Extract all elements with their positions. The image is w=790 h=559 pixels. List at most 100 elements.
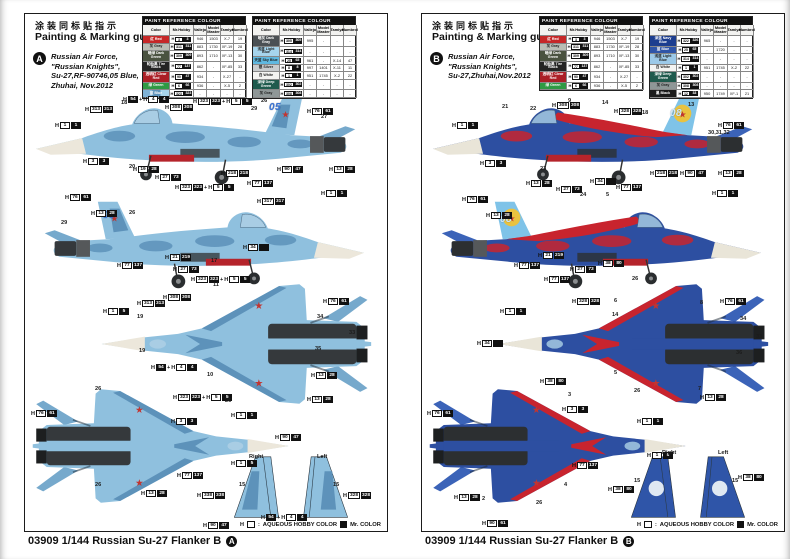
aqueous-code-box: 77 <box>620 184 631 191</box>
aqueous-code-box: 314 <box>283 48 294 55</box>
callout-text: H <box>567 43 571 49</box>
mrcolor-code-box: 328 <box>361 492 372 499</box>
mrcolor-code-box: 73 <box>170 174 181 181</box>
column-header: Vallejo <box>194 25 207 37</box>
callout-text: H <box>321 190 325 197</box>
mrcolor-code-box: 61 <box>80 194 91 201</box>
callout-text: H <box>738 474 742 481</box>
aqueous-code-box: 77 <box>571 63 580 70</box>
part-number-label: 2 <box>482 496 486 502</box>
column-header: Vallejo <box>591 25 604 37</box>
callout-text: H <box>257 198 261 205</box>
mrcolor-code-box: 47 <box>580 74 589 80</box>
aqueous-code-box: 3 <box>566 406 577 413</box>
aqueous-code-box: 90 <box>279 434 290 441</box>
paint-value: 1730 <box>604 43 618 52</box>
mrcolor-code-box: 311 <box>581 44 590 50</box>
mrcolor-code-box: 4 <box>187 364 198 371</box>
part-number-label: 24 <box>580 192 587 198</box>
mrcolor-code-box: 323 <box>184 90 193 97</box>
tail-number: 08 <box>670 108 683 119</box>
callout-text: H <box>171 63 175 69</box>
variant-description: Russian Air Force,"Russian Knights",Su-2… <box>448 52 531 81</box>
part-number-label: 8 <box>700 300 704 306</box>
paint-swatch: 透明红 Clear Red <box>540 72 567 83</box>
mrcolor-code-box: 137 <box>587 462 598 469</box>
part-number-label: 29 <box>251 106 258 112</box>
paint-value: - <box>331 79 344 91</box>
aqueous-code-box: 1 <box>716 190 727 197</box>
aqueous-code-box: 77 <box>174 63 183 70</box>
paint-value: - <box>304 79 317 91</box>
callout-text: H <box>311 372 315 379</box>
callout-text: H <box>677 37 681 43</box>
callout-text: H <box>677 55 681 61</box>
part-number-label: 13 <box>688 102 695 108</box>
callout-text: H <box>526 180 530 187</box>
aqueous-code-box: 4 <box>286 514 297 521</box>
mrcolor-code-box: 28 <box>715 394 726 401</box>
callout-text: H <box>598 260 602 267</box>
paint-swatch: 轮胎黑 Tire Black <box>143 61 170 73</box>
paint-table-title: PAINT REFERENCE COLOUR <box>540 17 642 25</box>
callout-text: H <box>650 170 654 177</box>
aqueous-code-box: 12 <box>681 90 690 97</box>
aqueous-code-box: 4 <box>148 96 159 103</box>
aqueous-code-box: 90 <box>207 522 218 529</box>
column-header: Humbrol <box>629 25 645 37</box>
part-number-label: 10 <box>207 372 214 378</box>
callout-text: H <box>567 52 571 58</box>
callout-text: + <box>220 276 224 283</box>
color-system-note: H: AQUEOUS HOBBY COLOR Mr. COLOR <box>240 521 381 528</box>
paint-swatch: 白 White <box>253 72 280 80</box>
callout-text: H <box>163 294 167 301</box>
paint-value: 1710 <box>207 51 221 62</box>
paint-value: XF-19 <box>221 43 234 52</box>
paint-value: - <box>701 82 714 91</box>
mrcolor-code-box: 28 <box>469 494 480 501</box>
part-number-label: 23 <box>540 166 547 172</box>
paint-value: 950 <box>701 90 714 98</box>
mrcolor-code-box: 66 <box>183 83 192 89</box>
mrcolor-code-box: 314 <box>691 56 700 62</box>
column-header: Humbrol <box>232 25 248 37</box>
callout-text: H <box>83 158 87 165</box>
callout-text: H <box>678 46 682 52</box>
callout-text: H <box>608 486 612 493</box>
callout-text: H <box>482 520 486 527</box>
aqueous-code-box: 1 <box>681 65 690 71</box>
aqueous-label: AQUEOUS HOBBY COLOR <box>659 521 735 528</box>
aqueous-code-box: 76 <box>722 122 733 129</box>
variant-letter-badge: B <box>623 535 635 547</box>
callout-text: H <box>540 378 544 385</box>
mrcolor-code-box: 302 <box>691 74 700 80</box>
callout-text: H <box>281 65 285 70</box>
mrcolor-code-box: 4 <box>159 96 170 103</box>
aqueous-code-box: 322 <box>680 38 691 44</box>
paint-swatch: 透明红 Clear Red <box>143 72 170 83</box>
